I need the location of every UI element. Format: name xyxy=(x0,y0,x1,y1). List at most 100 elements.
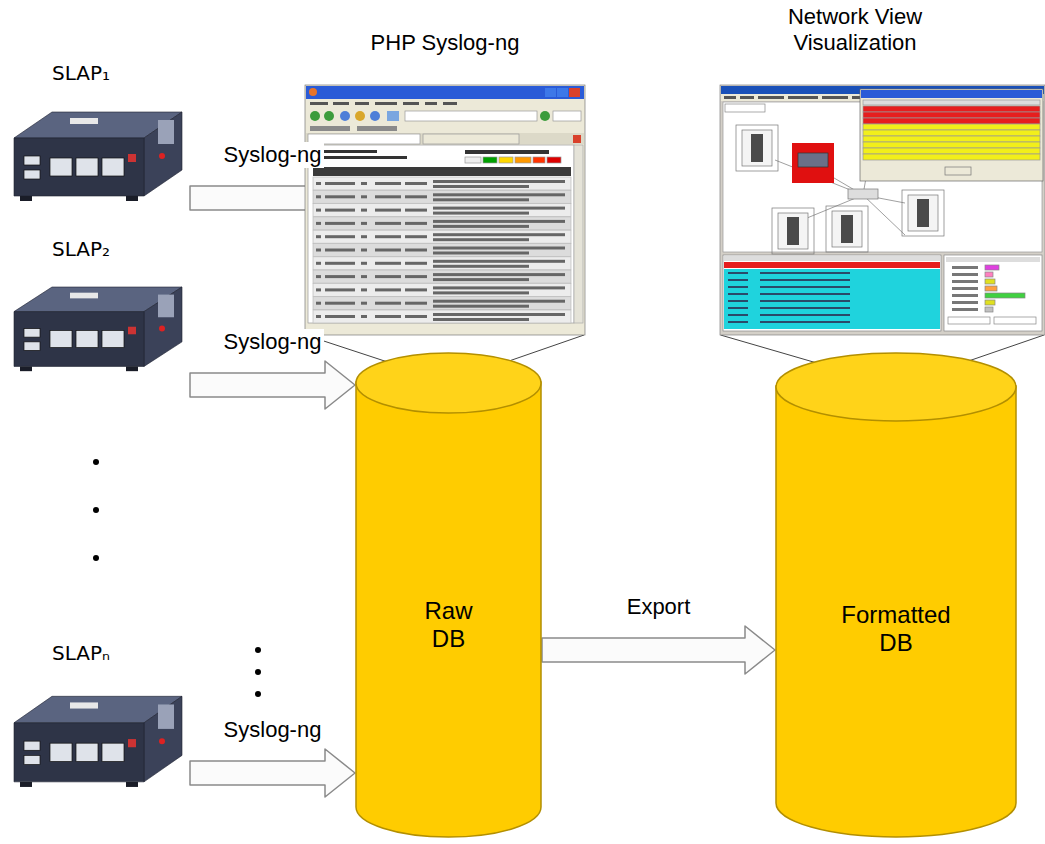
screen-part xyxy=(952,280,978,283)
table-header xyxy=(863,100,1040,105)
device-front xyxy=(14,138,144,196)
screen-part xyxy=(375,288,401,291)
severity-bar xyxy=(985,286,997,291)
screen-part xyxy=(316,235,321,238)
screen-part xyxy=(325,195,355,198)
block-arrow xyxy=(190,749,355,797)
page-area xyxy=(308,145,574,323)
message-rows xyxy=(724,269,940,329)
menu-item xyxy=(403,102,419,105)
screen-icon xyxy=(355,111,365,121)
button xyxy=(945,167,971,175)
screen-part xyxy=(325,302,355,305)
server-icon xyxy=(787,217,799,245)
menu-item xyxy=(740,96,754,99)
edge-label: Syslog-ng xyxy=(221,329,325,355)
screen-part xyxy=(433,291,529,294)
screen-part xyxy=(433,247,565,250)
screen-part xyxy=(760,272,850,274)
screen-part xyxy=(316,195,321,198)
screen-icon xyxy=(370,111,380,121)
screen-part xyxy=(728,293,748,295)
severity-swatch xyxy=(483,157,497,163)
device-front xyxy=(14,723,144,782)
screen-part xyxy=(433,198,529,201)
alert-row xyxy=(863,106,1040,112)
ellipsis-dot xyxy=(255,647,261,653)
menu-item xyxy=(333,102,349,105)
power-port xyxy=(128,739,136,747)
alert-row xyxy=(724,262,940,268)
ethernet-port xyxy=(50,331,72,348)
screen-part xyxy=(728,279,748,281)
cylinder-shape xyxy=(775,352,1017,838)
screen-part xyxy=(760,321,850,323)
server-icon xyxy=(742,130,772,166)
screen-part xyxy=(361,235,367,238)
table-row xyxy=(313,230,571,243)
device-label xyxy=(70,702,98,708)
status-led xyxy=(159,326,165,332)
screen-part xyxy=(375,235,401,238)
screen-part xyxy=(375,275,401,278)
ethernet-port xyxy=(50,743,72,761)
screen-part xyxy=(952,294,978,297)
title-bar xyxy=(306,86,584,99)
screen-part xyxy=(361,182,367,185)
severity-swatch xyxy=(499,157,513,163)
table-row xyxy=(313,204,571,217)
edge-label: Syslog-ng xyxy=(221,717,325,743)
screen-part xyxy=(433,220,565,223)
summary-panel xyxy=(944,255,1042,331)
screen-part xyxy=(545,88,556,97)
alert-highlight xyxy=(792,143,834,183)
screen-part xyxy=(433,233,565,236)
screen-part xyxy=(316,182,321,185)
server-frame xyxy=(736,125,778,171)
device-node: SLAP₂ xyxy=(8,238,190,374)
device-foot xyxy=(20,366,32,371)
device-front xyxy=(14,312,144,367)
device-illustration xyxy=(10,678,186,790)
block-arrow xyxy=(190,361,355,409)
edge-label: Export xyxy=(624,594,694,620)
device-side xyxy=(144,112,182,196)
screen-part xyxy=(573,135,581,143)
network-link xyxy=(863,195,905,235)
screen-part xyxy=(553,111,581,121)
screen-part xyxy=(728,314,748,316)
server-icon xyxy=(908,195,938,231)
node-heading: SLAPₙ xyxy=(52,642,110,666)
node-heading: Network View Visualization xyxy=(735,4,975,56)
screen-part xyxy=(405,315,427,318)
menu-item xyxy=(443,102,457,105)
device-foot xyxy=(126,366,138,371)
screen-part xyxy=(760,286,850,288)
screenshot-node: Network View Visualization xyxy=(720,4,1045,335)
table-header xyxy=(724,256,940,261)
device-icon xyxy=(798,153,828,167)
screen-part xyxy=(405,249,427,252)
screen-part xyxy=(375,182,401,185)
usb-port xyxy=(24,329,40,338)
database-cylinder: Formatted DB xyxy=(775,352,1017,838)
device-foot xyxy=(126,782,138,787)
table-row xyxy=(313,190,571,203)
warning-row xyxy=(863,130,1040,136)
device-label xyxy=(70,118,98,124)
alert-row xyxy=(863,118,1040,124)
ethernet-port xyxy=(76,331,98,348)
table-row xyxy=(313,244,571,257)
screen-part xyxy=(952,266,978,269)
server-frame xyxy=(772,208,814,254)
screen-part xyxy=(310,126,350,131)
screen-part xyxy=(433,305,529,308)
switch-icon xyxy=(848,189,878,199)
window-frame xyxy=(305,85,585,335)
screen-part xyxy=(433,273,565,276)
screen-part xyxy=(952,301,978,304)
ellipsis-dot xyxy=(255,669,261,675)
device-side xyxy=(144,287,182,366)
screen-part xyxy=(405,262,427,265)
screen-part xyxy=(433,193,565,196)
